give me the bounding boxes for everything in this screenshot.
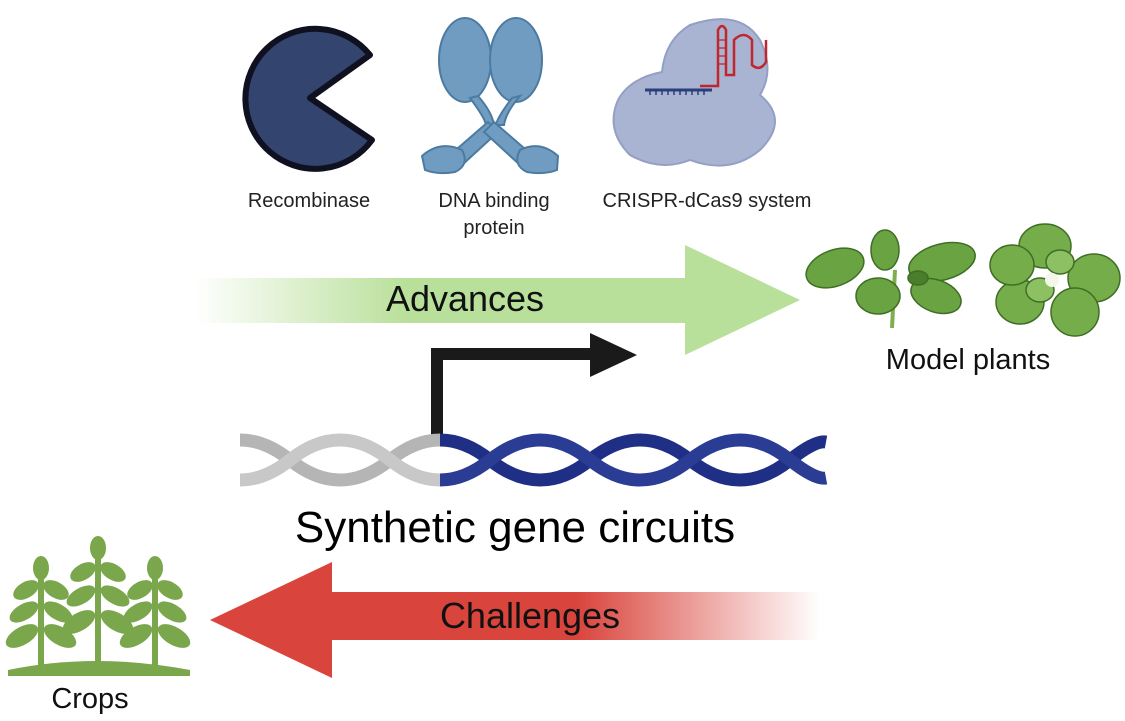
advances-label: Advances — [385, 278, 545, 319]
model-plants-label: Model plants — [885, 344, 1051, 376]
crispr-dcas9-icon — [612, 18, 776, 167]
promoter-arrow-icon — [431, 348, 597, 440]
crops-icon — [5, 536, 191, 676]
dna-binding-protein-icon — [420, 17, 560, 175]
model-plant-rosette-right-icon — [989, 223, 1121, 337]
model-plant-rosette-left-icon — [805, 229, 976, 329]
recombinase-icon — [242, 25, 375, 172]
challenges-label: Challenges — [439, 595, 621, 636]
recombinase-label: Recombinase — [247, 190, 371, 212]
synthetic-gene-circuits-label: Synthetic gene circuits — [294, 503, 736, 552]
advances-arrow — [195, 245, 800, 355]
crops-label: Crops — [51, 683, 129, 715]
challenges-arrow — [210, 562, 820, 678]
crispr-dcas9-label: CRISPR-dCas9 system — [602, 190, 812, 212]
dna-helix-icon — [239, 433, 828, 487]
dna-binding-protein-label-line2: protein — [463, 217, 525, 239]
dna-binding-protein-label-line1: DNA binding — [438, 190, 550, 212]
